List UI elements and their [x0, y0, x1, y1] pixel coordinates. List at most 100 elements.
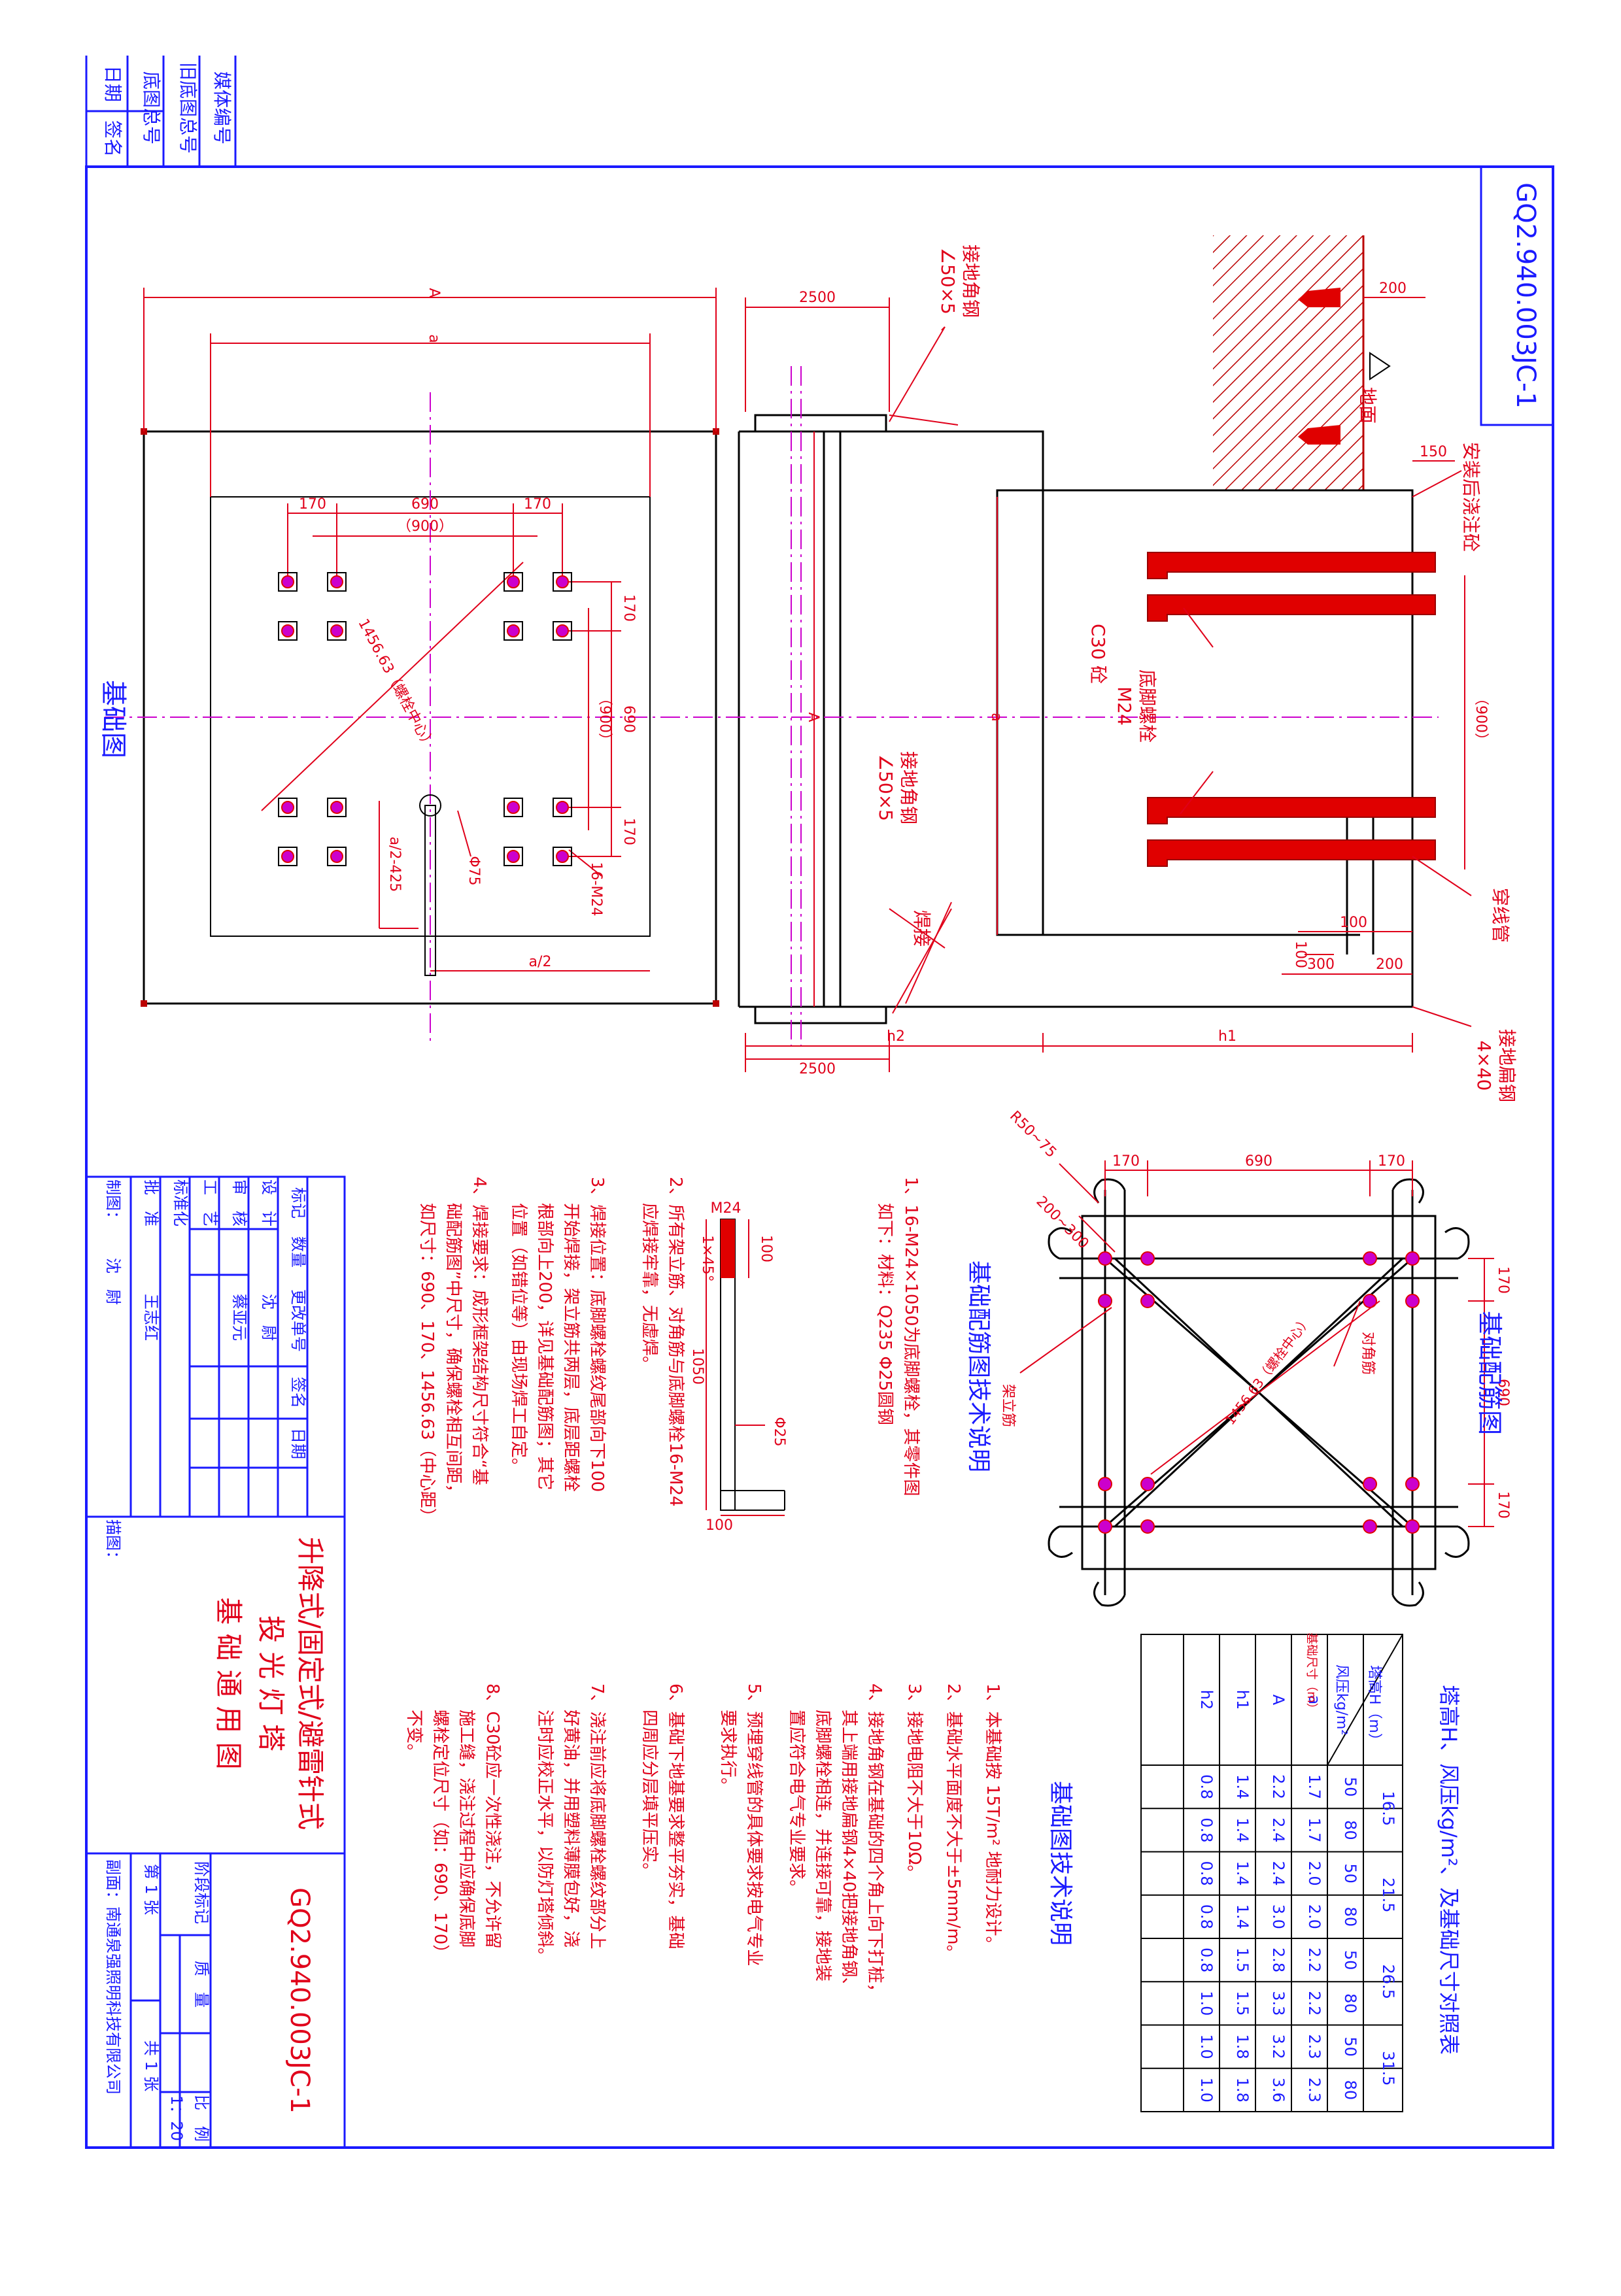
rn-2: 2、所有架立筋、对角筋与底脚螺栓16-M24 — [666, 1177, 685, 1507]
rn-title: 基础配筋图技术说明 — [965, 1260, 992, 1472]
sv-d300: 300 — [1307, 956, 1335, 973]
table-cell: 3.2 — [1269, 2034, 1288, 2059]
table-cell: 1.7 — [1305, 1817, 1323, 1842]
fp-phi75: Φ75 — [466, 856, 482, 885]
table-cell: 1.0 — [1197, 1991, 1216, 2016]
bolt-hole — [556, 850, 569, 863]
rebar-bolt — [1405, 1519, 1420, 1534]
bolt-hole — [507, 624, 520, 637]
bolt-detail: M24 100 1×45° 1050 Φ25 100 — [689, 1200, 787, 1534]
table-wind: 50 — [1341, 1863, 1359, 1883]
table-cell: 0.8 — [1197, 1904, 1216, 1929]
foundation-title: 基础图 — [98, 680, 128, 758]
table-wind: 80 — [1341, 2080, 1359, 2101]
table-cell: 2.2 — [1305, 1948, 1323, 1972]
tb-heading-2: 投 光 灯 塔 — [255, 1615, 287, 1751]
sv-d2500-top: 2500 — [799, 290, 836, 306]
table-cell: 2.4 — [1269, 1817, 1288, 1842]
tn-7: 7、浇注前应将底脚螺栓螺纹部分上 — [587, 1683, 607, 1950]
table-wind: 50 — [1341, 2036, 1359, 2057]
bolt-hole — [281, 624, 294, 637]
rn-4b: 础配筋图”中尺寸，确保螺栓相互间距， — [443, 1203, 463, 1500]
fp-a2: a/2 — [529, 954, 552, 970]
table-height: 31.5 — [1379, 2051, 1397, 2085]
table-cell: 3.0 — [1269, 1904, 1288, 1929]
bolt-hole-group — [278, 572, 572, 866]
table-cell: 1.0 — [1197, 2034, 1216, 2059]
tb-approve: 批 准 — [142, 1179, 160, 1226]
bd-d100: 100 — [758, 1235, 774, 1262]
tn-5b: 要求执行。 — [718, 1710, 738, 1795]
bolt-hole-frame — [278, 847, 298, 866]
bolt-hole-frame — [503, 798, 523, 817]
fp-v690: 690 — [621, 705, 637, 733]
sv-bolt-2: M24 — [1114, 686, 1135, 726]
sv-h1: h1 — [1218, 1028, 1237, 1045]
tb-checker: 蔡亚元 — [230, 1294, 248, 1341]
table-cell: 3.6 — [1269, 2078, 1288, 2102]
sv-bolt-1: 底脚螺栓 — [1136, 669, 1158, 743]
rv-d690: 690 — [1245, 1153, 1272, 1170]
table-cell: 2.2 — [1305, 1991, 1323, 2016]
tb-signature: 签名 — [289, 1377, 307, 1408]
rn-1b: 如下：材料：Q235 Φ25圆钢 — [875, 1203, 895, 1425]
table-row-label: a — [1305, 1695, 1323, 1705]
fp-a: a — [426, 334, 442, 343]
table-cell: 0.8 — [1197, 1948, 1216, 1972]
table-cell: 2.8 — [1269, 1948, 1288, 1972]
tb-drawn: 制图： — [104, 1179, 122, 1226]
tb-craft: 工 艺 — [201, 1179, 219, 1226]
table-cell: 1.4 — [1233, 1817, 1252, 1842]
section-view: 2500 2500 A a h2 h1 200 150 （900） 100 10… — [726, 235, 1518, 1102]
table-height: 16.5 — [1379, 1791, 1397, 1826]
bolt-hole — [507, 850, 520, 863]
bolt-hole-frame — [553, 621, 572, 641]
fp-d900: （900） — [397, 518, 453, 535]
rebar-bolt — [1098, 1294, 1112, 1308]
tn-5: 5、预埋穿线管的具体要求按电气专业 — [744, 1683, 764, 1967]
tb-marks: 标记 — [289, 1187, 307, 1219]
table-cell: 1.4 — [1233, 1774, 1252, 1799]
bd-d100b: 100 — [706, 1517, 733, 1534]
bolt-hole-frame — [553, 572, 572, 592]
tn-4d: 置应符合电气专业要求。 — [787, 1710, 806, 1897]
tn-3: 3、接地电阻不大于10Ω。 — [904, 1683, 924, 1882]
sv-h2: h2 — [887, 1028, 905, 1045]
tb-scale: 比 例 — [192, 2095, 211, 2142]
rn-1: 1、16-M24×1050为底脚螺栓，其零件图 — [901, 1177, 921, 1496]
bd-phi25: Φ25 — [771, 1417, 787, 1446]
tb-approver: 王志红 — [142, 1294, 160, 1341]
bolt-hole-frame — [503, 572, 523, 592]
sv-d200-top: 200 — [1379, 280, 1407, 297]
fp-v900: （900） — [596, 691, 613, 747]
table-row-label: A — [1269, 1695, 1288, 1706]
tb-check: 审 核 — [230, 1179, 248, 1226]
table-wind: 80 — [1341, 1820, 1359, 1840]
table-cell: 1.4 — [1233, 1904, 1252, 1929]
tn-7c: 注时应校正水平，以防灯塔倾斜。 — [535, 1710, 555, 1965]
sv-d100a: 100 — [1340, 915, 1367, 931]
tb-copy: 副面： — [104, 1859, 122, 1906]
fp-a2-425: a/2-425 — [386, 837, 403, 892]
rebar-bolt — [1363, 1294, 1377, 1308]
bd-chamfer: 1×45° — [699, 1235, 715, 1281]
tb-scale-val: 1：20 — [167, 2095, 186, 2141]
table-wind: 50 — [1341, 1777, 1359, 1797]
rn-4c: 如尺寸：690、170、1456.63（中心距） — [417, 1203, 437, 1525]
rebar-bolt — [1140, 1477, 1155, 1491]
bolt-hole-frame — [278, 572, 298, 592]
rv-v170a: 170 — [1495, 1266, 1511, 1294]
table-title: 塔高H、风压kg/m²、及基础尺寸对照表 — [1437, 1685, 1461, 2055]
tb-designer: 沈 尉 — [260, 1294, 278, 1341]
tb-count: 数量 — [289, 1236, 307, 1268]
bolt-hole-frame — [553, 847, 572, 866]
table-cell: 1.0 — [1197, 2078, 1216, 2102]
tb-company: 南通泉强照明科技有限公司 — [104, 1906, 122, 2095]
rebar-bolt — [1405, 1294, 1420, 1308]
tb-traced: 描图： — [104, 1519, 122, 1566]
bolt-hole-frame — [278, 621, 298, 641]
cable-hole — [419, 794, 441, 817]
tn-6: 6、基础下地基要求整平夯实，基础 — [666, 1683, 685, 1950]
drawing-no-text: GQ2.940.003JC-1 — [1510, 182, 1541, 409]
rn-3d: 位置（如错位等）由现场焊工自定。 — [509, 1203, 528, 1475]
